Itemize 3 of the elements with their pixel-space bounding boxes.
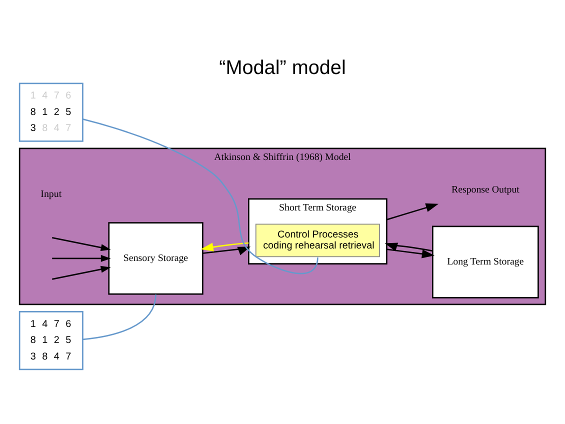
diagram-title: “Modal” model (219, 57, 346, 80)
node-text: Response Output (451, 184, 520, 196)
label: Input (40, 188, 62, 200)
